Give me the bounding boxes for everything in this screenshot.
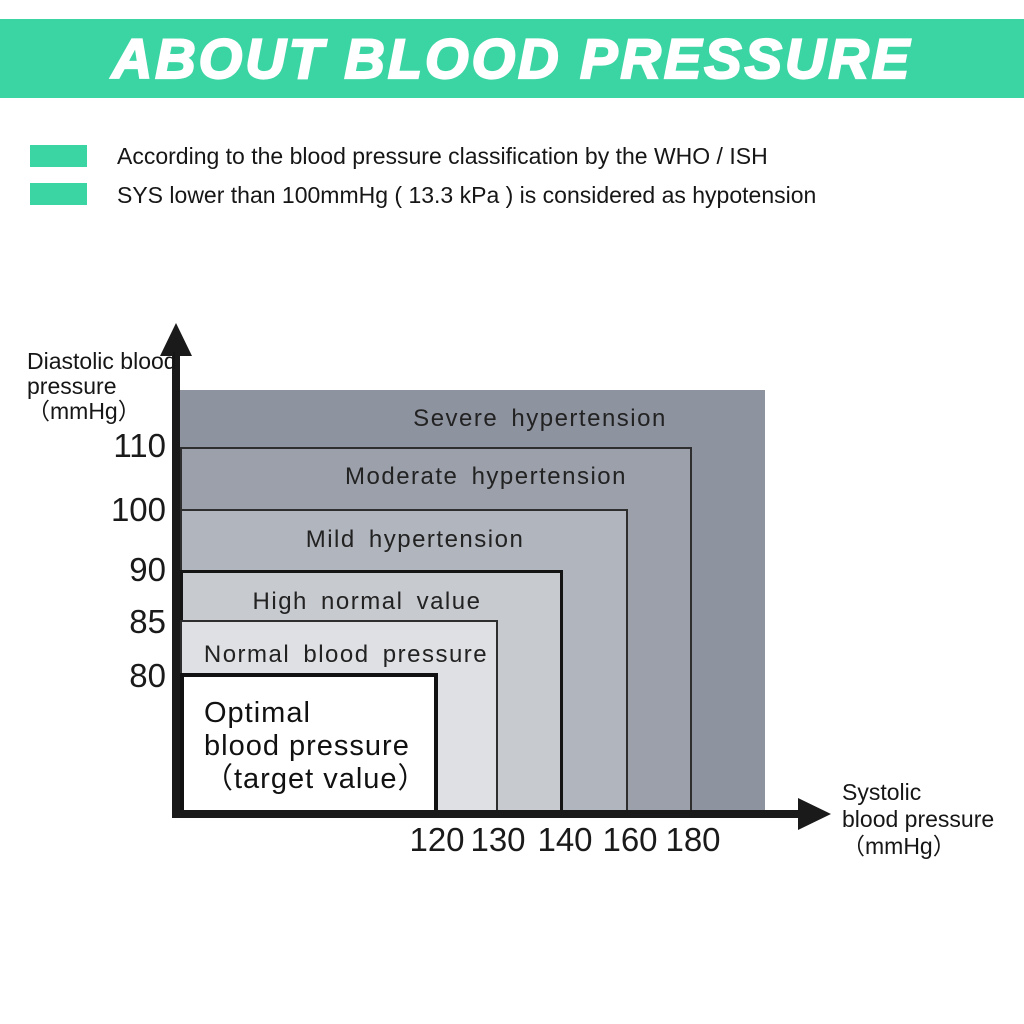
optimal-line-1: Optimal [204,697,311,729]
y-tick-80: 80 [129,657,166,694]
region-label: Optimal blood pressure （target value） [204,697,428,796]
note-text-who-ish: According to the blood pressure classifi… [117,143,768,169]
y-axis-title-line-1: Diastolic blood [27,348,177,374]
x-axis-title: Systolic blood pressure （mmHg） [842,779,994,860]
x-tick-120: 120 [409,821,465,858]
region-label: Severe hypertension [413,405,667,432]
note-text-hypotension: SYS lower than 100mmHg ( 13.3 kPa ) is c… [117,182,817,208]
bullet-square-icon [30,183,87,205]
x-tick-140: 140 [537,821,593,858]
y-tick-85: 85 [129,603,166,640]
x-axis-arrowhead-icon [798,798,831,830]
optimal-line-2: blood pressure [204,730,410,762]
x-tick-130: 130 [470,821,526,858]
region-label: Normal blood pressure [203,641,489,668]
y-tick-90: 90 [129,551,166,588]
y-axis-title: Diastolic blood pressure （mmHg） [27,349,177,424]
header-banner: ABOUT BLOOD PRESSURE [0,19,1024,98]
y-tick-110: 110 [113,427,166,464]
x-axis-title-line-2: blood pressure [842,806,995,832]
y-axis-title-line-3: （mmHg） [27,398,141,424]
page-title: ABOUT BLOOD PRESSURE [111,26,913,91]
x-tick-160: 160 [602,821,658,858]
y-axis-arrowhead-icon [160,323,192,356]
x-axis-line [172,810,802,818]
y-axis-line [172,346,180,818]
region-label: Moderate hypertension [345,463,627,490]
y-axis-title-line-2: pressure [27,373,117,399]
region-optimal-blood-pressure: Optimal blood pressure （target value） [180,673,438,814]
x-axis-title-line-3: （mmHg） [842,833,956,859]
bullet-square-icon [30,145,87,167]
region-label: High normal value [252,588,482,615]
optimal-line-3: （target value） [204,763,428,795]
x-axis-title-line-1: Systolic [842,779,922,805]
region-label: Mild hypertension [305,526,525,553]
x-tick-180: 180 [665,821,721,858]
y-tick-100: 100 [110,491,166,528]
